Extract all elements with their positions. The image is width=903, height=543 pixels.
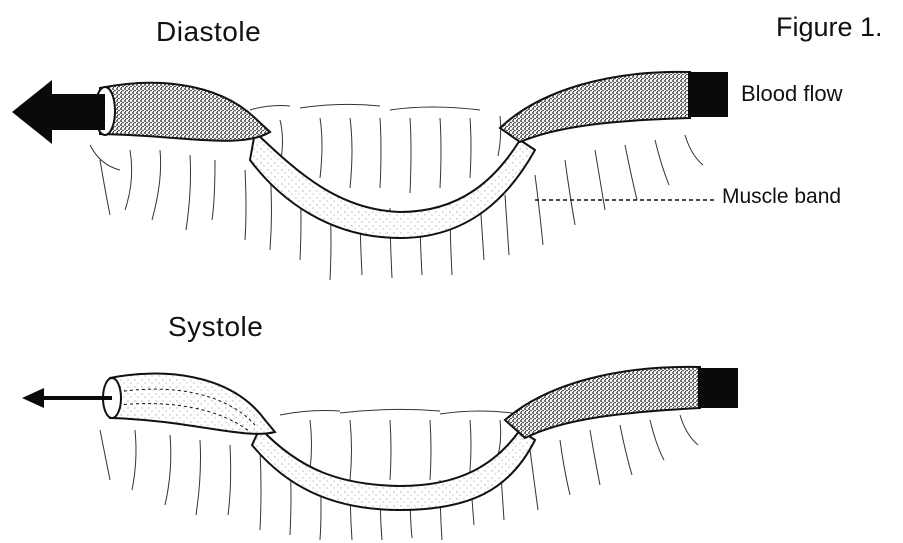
muscle-band-label: Muscle band — [722, 186, 841, 207]
systole-vessel-right — [505, 367, 700, 438]
systole-muscle-fibres — [100, 409, 698, 540]
systole-panel — [22, 367, 738, 540]
systole-title: Systole — [168, 313, 263, 341]
systole-vessel-left — [110, 374, 275, 434]
diastole-inflow-block — [688, 72, 728, 117]
systole-inflow-block — [698, 368, 738, 408]
diastole-vessel-deep — [250, 132, 535, 238]
diastole-vessel-right — [500, 72, 690, 142]
diastole-title: Diastole — [156, 18, 261, 46]
systole-vessel-deep — [252, 428, 535, 510]
diastole-outflow-arrow — [12, 80, 105, 144]
systole-outflow-arrow — [22, 388, 112, 408]
diastole-panel — [12, 72, 728, 280]
figure-label: Figure 1. — [776, 14, 883, 41]
diastole-vessel-left — [100, 83, 270, 141]
blood-flow-label: Blood flow — [741, 83, 843, 105]
